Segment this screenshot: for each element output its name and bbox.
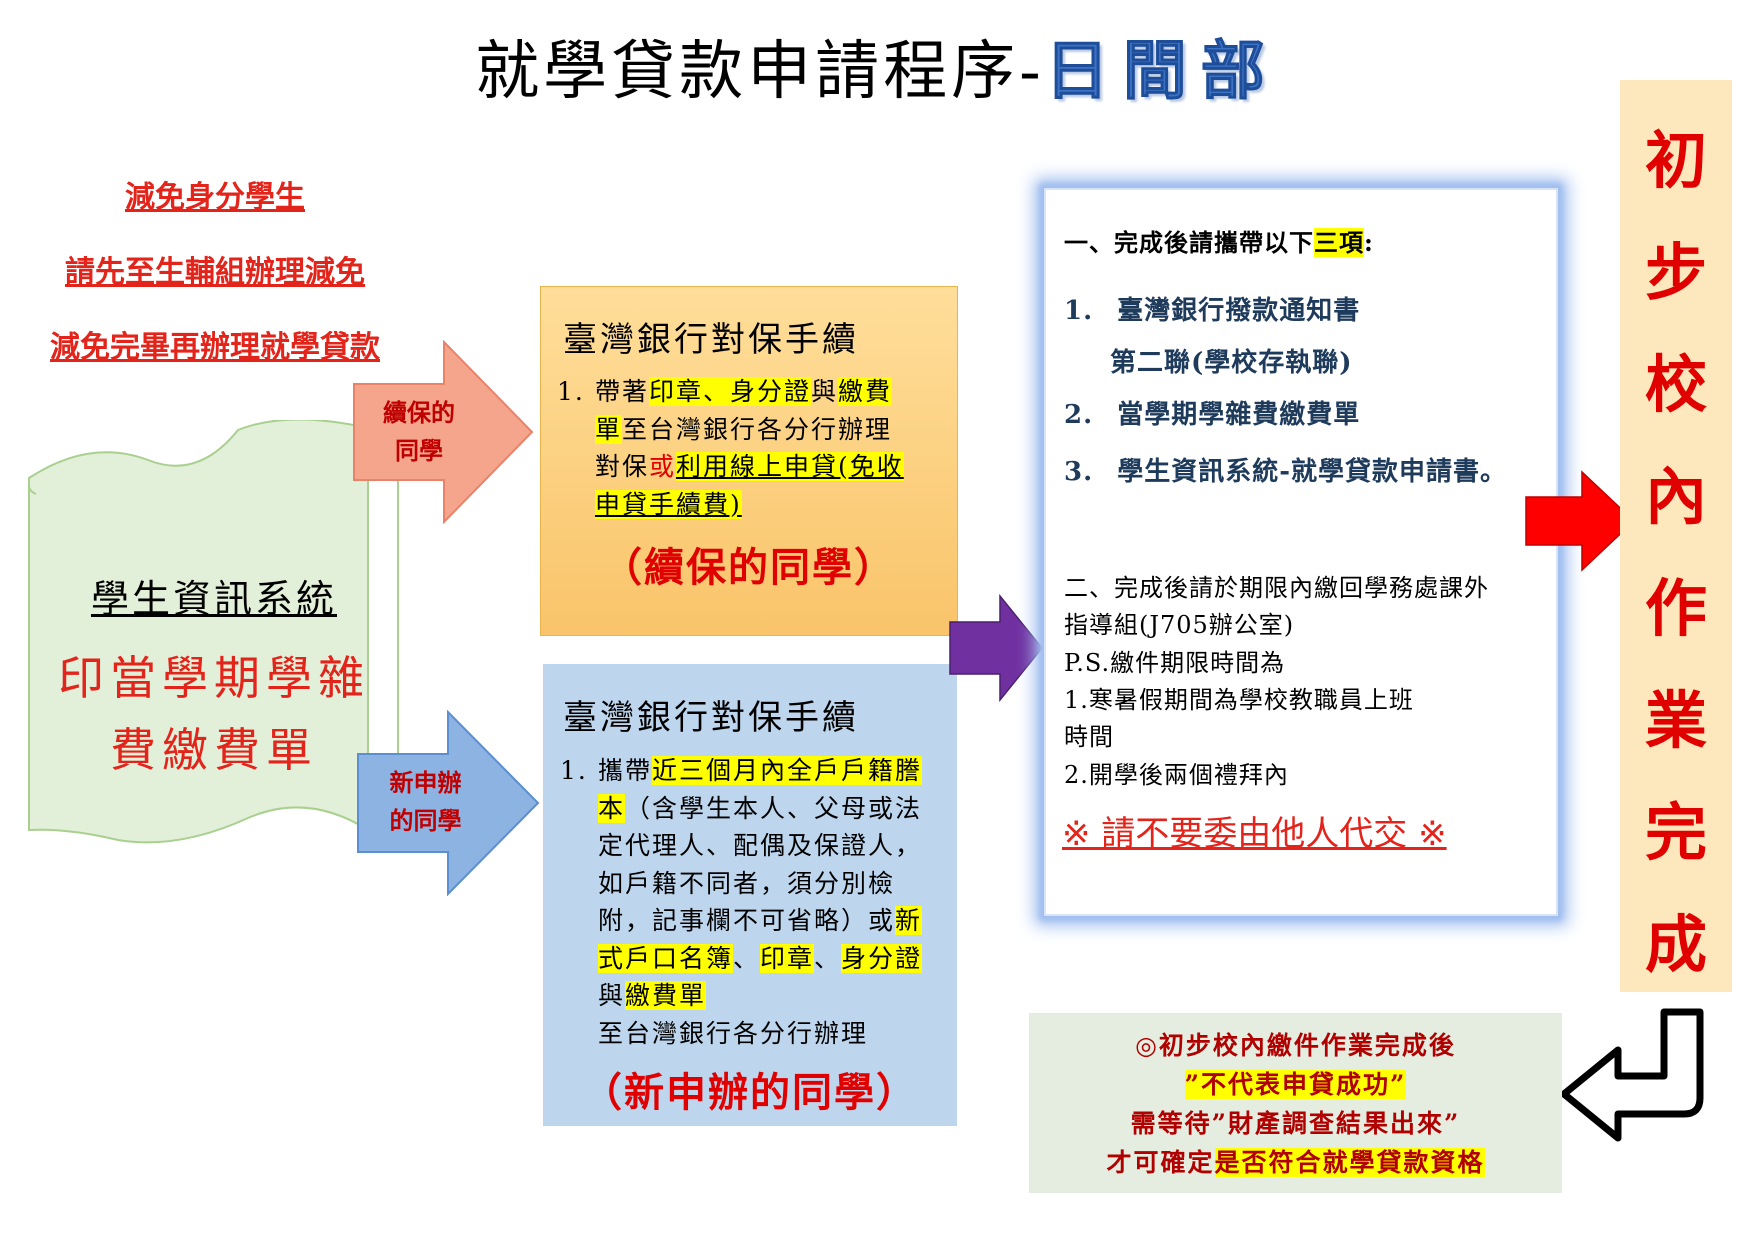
title-main: 就學貸款申請程序- (475, 35, 1045, 109)
continue-arrow-label-2: 同學 (395, 437, 443, 465)
completion-banner-char: 完 (1644, 796, 1707, 869)
final-note-line-2-text: ”不代表申貸成功” (1184, 1070, 1407, 1099)
continue-arrow-label-1: 續保的 (383, 399, 455, 427)
merge-arrow (949, 594, 1043, 702)
new-text-6: 與 (598, 981, 626, 1010)
final-note-line-4-pre: 才可確定 (1106, 1148, 1215, 1177)
continue-arrow (353, 340, 534, 524)
completion-banner-char: 步 (1644, 236, 1707, 309)
completion-banner-char: 校 (1644, 348, 1707, 421)
continue-arrow-label: 續保的 同學 (354, 394, 484, 470)
page-title: 就學貸款申請程序-日間部 (0, 20, 1754, 112)
final-note-line-4: 才可確定是否符合就學貸款資格 (1029, 1143, 1562, 1179)
continue-box-list: 1. 帶著印章、身分證與繳費 單至台灣銀行各分行辦理 對保或利用線上申貸(免收 … (557, 373, 952, 533)
new-hl-2: 本 (598, 793, 626, 823)
continue-box-num: 1. (557, 377, 585, 406)
final-note-line-1: ◎初步校內繳件作業完成後 (1135, 1031, 1456, 1060)
new-text-2: （含學生本人、父母或法 (625, 793, 923, 823)
final-note-line-4-hl: 是否符合就學貸款資格 (1214, 1148, 1485, 1177)
req-item-2: 2. 當學期學雜費繳費單 (1064, 394, 1360, 431)
req-item-3: 3. 學生資訊系統-就學貸款申請書。 (1064, 451, 1507, 488)
new-arrow-label-1: 新申辦 (389, 769, 462, 797)
new-box-footer: （新申辦的同學） (582, 1069, 918, 1116)
requirements-box (1044, 188, 1558, 916)
new-text-7: 至台灣銀行各分行辦理 (598, 1018, 869, 1048)
continue-box-footer: （續保的同學） (602, 544, 896, 591)
req-item-1: 1. 臺灣銀行撥款通知書 (1064, 290, 1360, 327)
new-hl-5: 印章 (760, 943, 815, 973)
requirements-heading: 一、完成後請攜帶以下三項: (1064, 223, 1374, 258)
title-sub: 日間部 (1044, 34, 1279, 110)
scroll-instruction-line-2: 費繳費單 (110, 723, 318, 777)
req-item-1b-text: 第二聯(學校存執聯) (1110, 348, 1353, 378)
requirements-sec2-line-1: 二、完成後請於期限內繳回學務處課外 (1064, 574, 1489, 602)
requirements-ps-1b: 時間 (1064, 723, 1114, 751)
scroll-title: 學生資訊系統 (90, 577, 337, 621)
requirements-ps-2: 2.開學後兩個禮拜內 (1064, 761, 1289, 789)
final-note-line-2: ”不代表申貸成功” (1029, 1065, 1562, 1101)
new-text-3: 定代理人、配偶及保證人， (598, 831, 923, 860)
req-item-3-num: 3. (1064, 457, 1094, 487)
new-box (543, 664, 957, 1126)
continue-box-heading: 臺灣銀行對保手續 (563, 320, 859, 360)
continue-text-1: 帶著 (595, 377, 650, 406)
new-text-4: 如戶籍不同者，須分別檢 (598, 868, 896, 898)
req-item-2-num: 2. (1064, 400, 1094, 430)
new-arrow-label-2: 的同學 (389, 807, 462, 835)
note-line-3: 減免完畢再辦理就學貸款 (50, 330, 380, 365)
continue-or: 或 (649, 452, 677, 481)
requirements-ps: P.S.繳件期限時間為 (1064, 649, 1286, 677)
req-item-2-text: 當學期學雜費繳費單 (1117, 400, 1361, 430)
continue-text-3: 至台灣銀行各分行辦理 (622, 414, 893, 444)
completion-banner-char: 作 (1644, 572, 1707, 645)
completion-banner-char: 成 (1644, 908, 1707, 981)
scroll-instruction-line-1: 印當學期學雜 (58, 651, 370, 705)
new-box-heading: 臺灣銀行對保手續 (563, 698, 859, 738)
completion-banner-char: 業 (1644, 684, 1707, 757)
new-text-1: 攜帶 (598, 756, 653, 785)
new-hl-3: 新 (895, 906, 923, 935)
note-line-2: 請先至生輔組辦理減免 (65, 255, 365, 290)
new-box-num: 1. (560, 756, 588, 785)
completion-banner-text: 初步校內作業完成 (1620, 105, 1732, 1001)
new-hl-4: 式戶口名簿 (598, 943, 734, 973)
req-item-3-text: 學生資訊系統-就學貸款申請書。 (1117, 457, 1508, 487)
new-hl-7: 繳費單 (625, 981, 707, 1010)
requirements-sec2-line-2: 指導組(J705辦公室) (1064, 611, 1295, 639)
new-text-5: 附，記事欄不可省略）或 (598, 906, 896, 935)
requirements-warning: ※ 請不要委由他人代交 ※ (1062, 814, 1447, 854)
continue-online-2: 申貸手續費) (595, 489, 742, 519)
new-arrow (357, 710, 540, 896)
completion-banner (1620, 80, 1732, 992)
note-line-1: 減免身分學生 (125, 180, 305, 215)
continue-hl-2: 繳費 (838, 377, 893, 406)
finish-arrow (1525, 470, 1636, 572)
completion-banner-char: 初 (1644, 124, 1707, 197)
new-box-list: 1. 攜帶近三個月內全戶戶籍謄 本（含學生本人、父母或法 定代理人、配偶及保證人… (560, 752, 952, 1062)
continue-text-2: 與 (811, 377, 839, 406)
continue-hl-3: 單 (595, 414, 623, 444)
requirements-ps-1a: 1.寒暑假期間為學校教職員上班 (1064, 686, 1414, 714)
req-item-1b: 第二聯(學校存執聯) (1110, 342, 1353, 379)
new-sep-2: 、 (814, 943, 842, 973)
req-item-1-text: 臺灣銀行撥款通知書 (1117, 296, 1361, 326)
final-note-line-3: 需等待”財產調查結果出來” (1130, 1109, 1461, 1138)
requirements-heading-post: : (1364, 228, 1374, 257)
requirements-heading-pre: 一、完成後請攜帶以下 (1064, 228, 1314, 257)
req-item-1-num: 1. (1064, 296, 1094, 326)
completion-banner-char: 內 (1644, 460, 1707, 533)
new-sep-1: 、 (733, 943, 761, 973)
continue-hl-1: 印章、身分證 (649, 377, 812, 406)
new-hl-1: 近三個月內全戶戶籍謄 (652, 756, 923, 785)
continue-online-1: 利用線上申貸(免收 (676, 452, 904, 481)
new-arrow-label: 新申辦 的同學 (358, 764, 493, 840)
scroll-instruction: 印當學期學雜 費繳費單 (40, 642, 388, 786)
requirements-heading-hl: 三項 (1314, 228, 1364, 257)
return-arrow (1560, 1008, 1704, 1142)
new-hl-6: 身分證 (841, 943, 923, 973)
continue-text-4: 對保 (595, 452, 650, 481)
